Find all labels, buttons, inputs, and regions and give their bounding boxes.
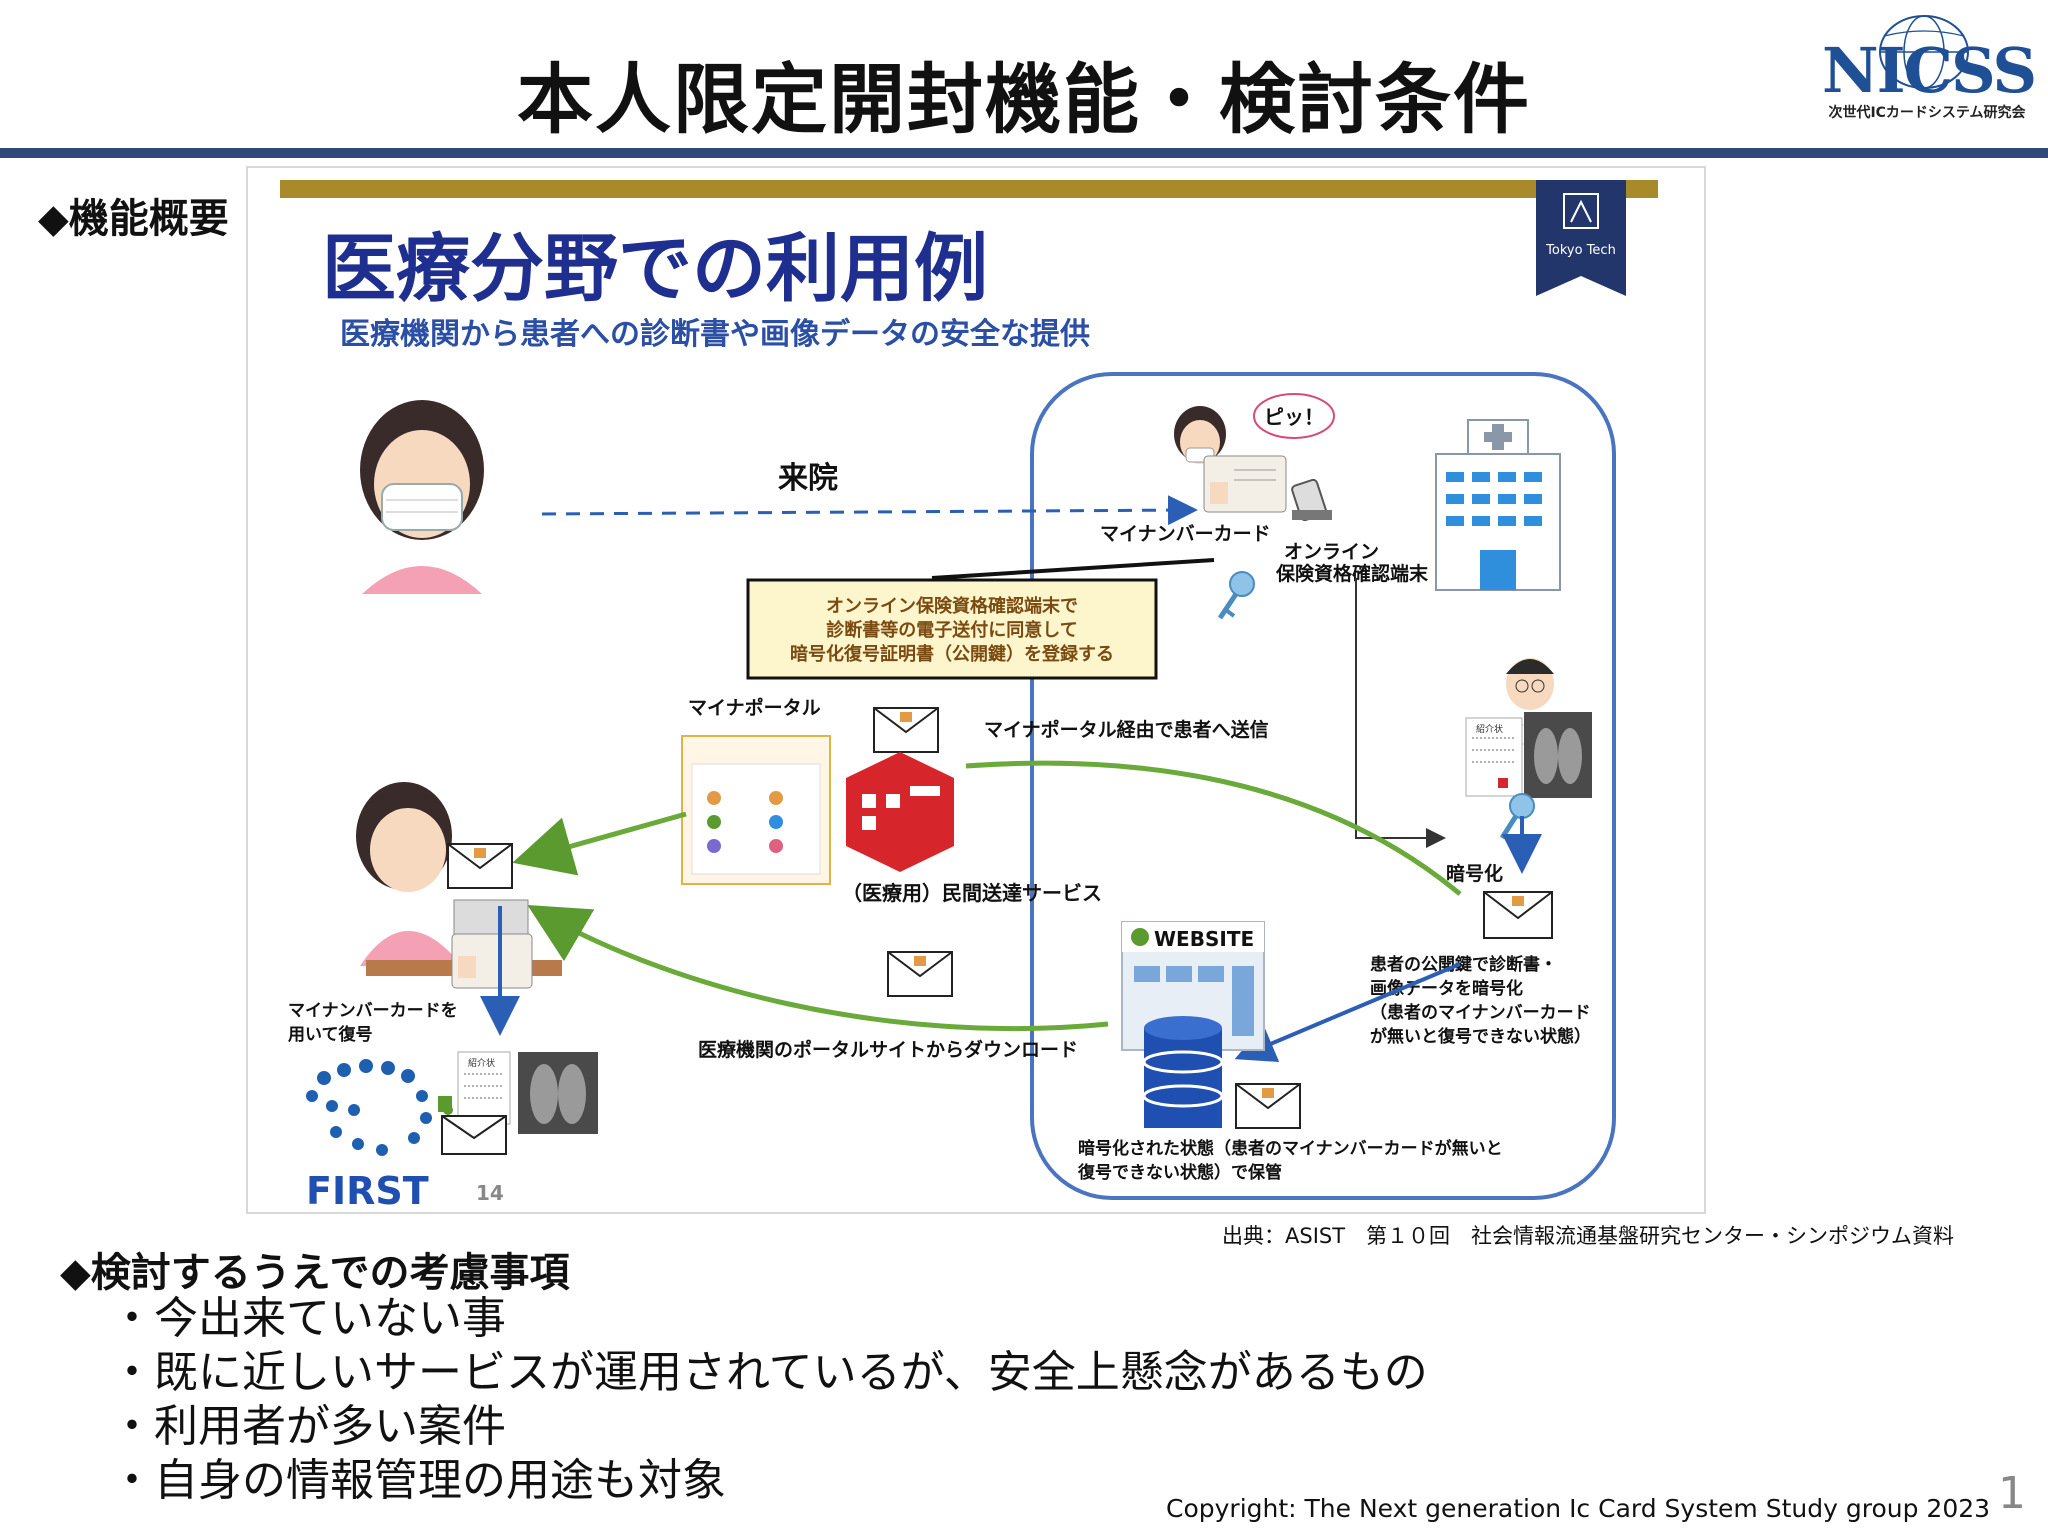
source-slide-number: 14 — [476, 1181, 504, 1205]
nicss-logo-text: NICSS — [1822, 34, 2037, 107]
diagram-frame — [246, 166, 1706, 1214]
visit-label: 来院 — [778, 461, 838, 496]
terminal-label-line2: 保険資格確認端末 — [1275, 562, 1429, 585]
beep-speech-bubble: ピッ！ — [1253, 393, 1335, 439]
medical-use-case-diagram: Tokyo Tech 医療分野での利用例 医療機関から患者への診断書や画像データ… — [280, 180, 1658, 1210]
callout-pointer — [931, 558, 1215, 580]
first-logo-mark — [306, 1059, 453, 1156]
referral-label-home: 紹介状 — [468, 1057, 495, 1069]
svg-text:ピッ！: ピッ！ — [1264, 405, 1324, 429]
visit-arrow — [541, 495, 1198, 526]
diagram-subtitle: 医療機関から患者への診断書や画像データの安全な提供 — [340, 317, 1090, 352]
mynumber-card-label: マイナンバーカード — [1100, 523, 1271, 545]
callout-line-3: 暗号化復号証明書（公開鍵）を登録する — [790, 643, 1114, 665]
referral-letter-icon — [1465, 717, 1523, 797]
hospital-region — [1030, 372, 1616, 1200]
hospital-building-icon — [1435, 419, 1561, 591]
hospital-to-portal-green-line — [965, 760, 1462, 896]
terminal-label-line1: オンライン — [1284, 541, 1379, 563]
decrypted-referral-letter-icon — [457, 1051, 511, 1125]
page-number: 1 — [1998, 1468, 2026, 1519]
decrypt-line-1: マイナンバーカードを — [288, 1001, 458, 1021]
portal-to-patient-arrow — [512, 811, 687, 876]
card-reader-terminal-icon — [1291, 478, 1332, 522]
reception-patient-illustration — [1174, 406, 1287, 513]
opened-envelope-icon — [438, 1096, 507, 1155]
encrypt-desc-line-3: （患者のマイナンバーカード — [1370, 1002, 1591, 1023]
feature-overview-heading: ◆機能概要 — [38, 196, 229, 242]
consideration-item: ・利用者が多い案件 — [110, 1401, 506, 1452]
tokyo-tech-badge: Tokyo Tech — [1536, 180, 1626, 296]
tokyo-tech-label: Tokyo Tech — [1545, 243, 1616, 258]
unlocked-padlock-icon — [438, 1096, 452, 1112]
download-envelope-icon — [887, 951, 953, 997]
globe-icon — [1879, 15, 1969, 89]
decrypted-xray-icon — [518, 1052, 598, 1134]
patient-key-icon — [1499, 793, 1535, 840]
consideration-item: ・今出来ていない事 — [110, 1293, 506, 1344]
home-mynumber-card-icon — [451, 933, 533, 989]
first-logo-text: FIRST — [306, 1169, 429, 1210]
download-label: 医療機関のポータルサイトからダウンロード — [698, 1038, 1078, 1061]
callout-box — [746, 578, 1158, 680]
masked-patient-illustration — [360, 400, 484, 594]
storage-line-2: 復号できない状態）で保管 — [1077, 1162, 1282, 1183]
title-underline-bar — [0, 148, 2048, 158]
encrypt-desc-line-4: が無いと復号できない状態） — [1370, 1026, 1591, 1047]
decrypt-line-2: 用いて復号 — [288, 1024, 373, 1045]
public-key-icon — [1217, 571, 1255, 620]
page-title: 本人限定開封機能・検討条件 — [517, 55, 1531, 144]
xray-image-icon — [1524, 712, 1592, 798]
nicss-logo-subtitle: 次世代ICカードシステム研究会 — [1828, 105, 2026, 121]
encrypted-envelope-icon — [1483, 891, 1553, 939]
delivery-service-box-icon — [846, 752, 954, 872]
callout-line-2: 診断書等の電子送付に同意して — [826, 619, 1077, 641]
diagram-title: 医療分野での利用例 — [322, 226, 988, 312]
delivery-service-label: （医療用）民間送達サービス — [842, 881, 1102, 905]
callout-line-1: オンライン保険資格確認端末で — [826, 595, 1078, 617]
considerations-list: ・今出来ていない事 ・既に近しいサービスが運用されているが、安全上懸念があるもの… — [110, 1292, 1428, 1508]
nicss-logo — [1822, 8, 2032, 128]
storage-line-1: 暗号化された状態（患者のマイナンバーカードが無いと — [1078, 1138, 1503, 1159]
stored-envelope-icon — [1235, 1083, 1301, 1129]
database-icon — [1142, 1016, 1224, 1128]
key-transfer-arrow — [1355, 578, 1446, 848]
to-storage-arrow — [1234, 962, 1461, 1062]
mynaportal-screen-icon — [681, 735, 831, 885]
home-envelope-icon — [447, 843, 513, 889]
referral-label-doctor: 紹介状 — [1476, 723, 1503, 735]
envelope-icon — [873, 707, 939, 753]
encrypt-desc-line-1: 患者の公開鍵で診断書・ — [1370, 954, 1557, 975]
gold-header-bar — [280, 180, 1658, 198]
encrypt-desc-line-2: 画像データを暗号化 — [1370, 978, 1523, 999]
website-label: WEBSITE — [1154, 927, 1254, 951]
mynaportal-label: マイナポータル — [688, 696, 821, 719]
download-arrow — [527, 904, 1109, 1032]
encrypt-label: 暗号化 — [1446, 862, 1503, 885]
consideration-item: ・自身の情報管理の用途も対象 — [110, 1455, 726, 1506]
consideration-item: ・既に近しいサービスが運用されているが、安全上懸念があるもの — [110, 1347, 1428, 1398]
mynaportal-route-label: マイナポータル経由で患者へ送信 — [984, 718, 1269, 741]
source-citation: 出典：ASIST 第１０回 社会情報流通基盤研究センター・シンポジウム資料 — [1222, 1224, 1955, 1248]
considerations-heading: ◆検討するうえでの考慮事項 — [60, 1250, 570, 1296]
copyright-notice: Copyright: The Next generation Ic Card S… — [1166, 1494, 1991, 1523]
